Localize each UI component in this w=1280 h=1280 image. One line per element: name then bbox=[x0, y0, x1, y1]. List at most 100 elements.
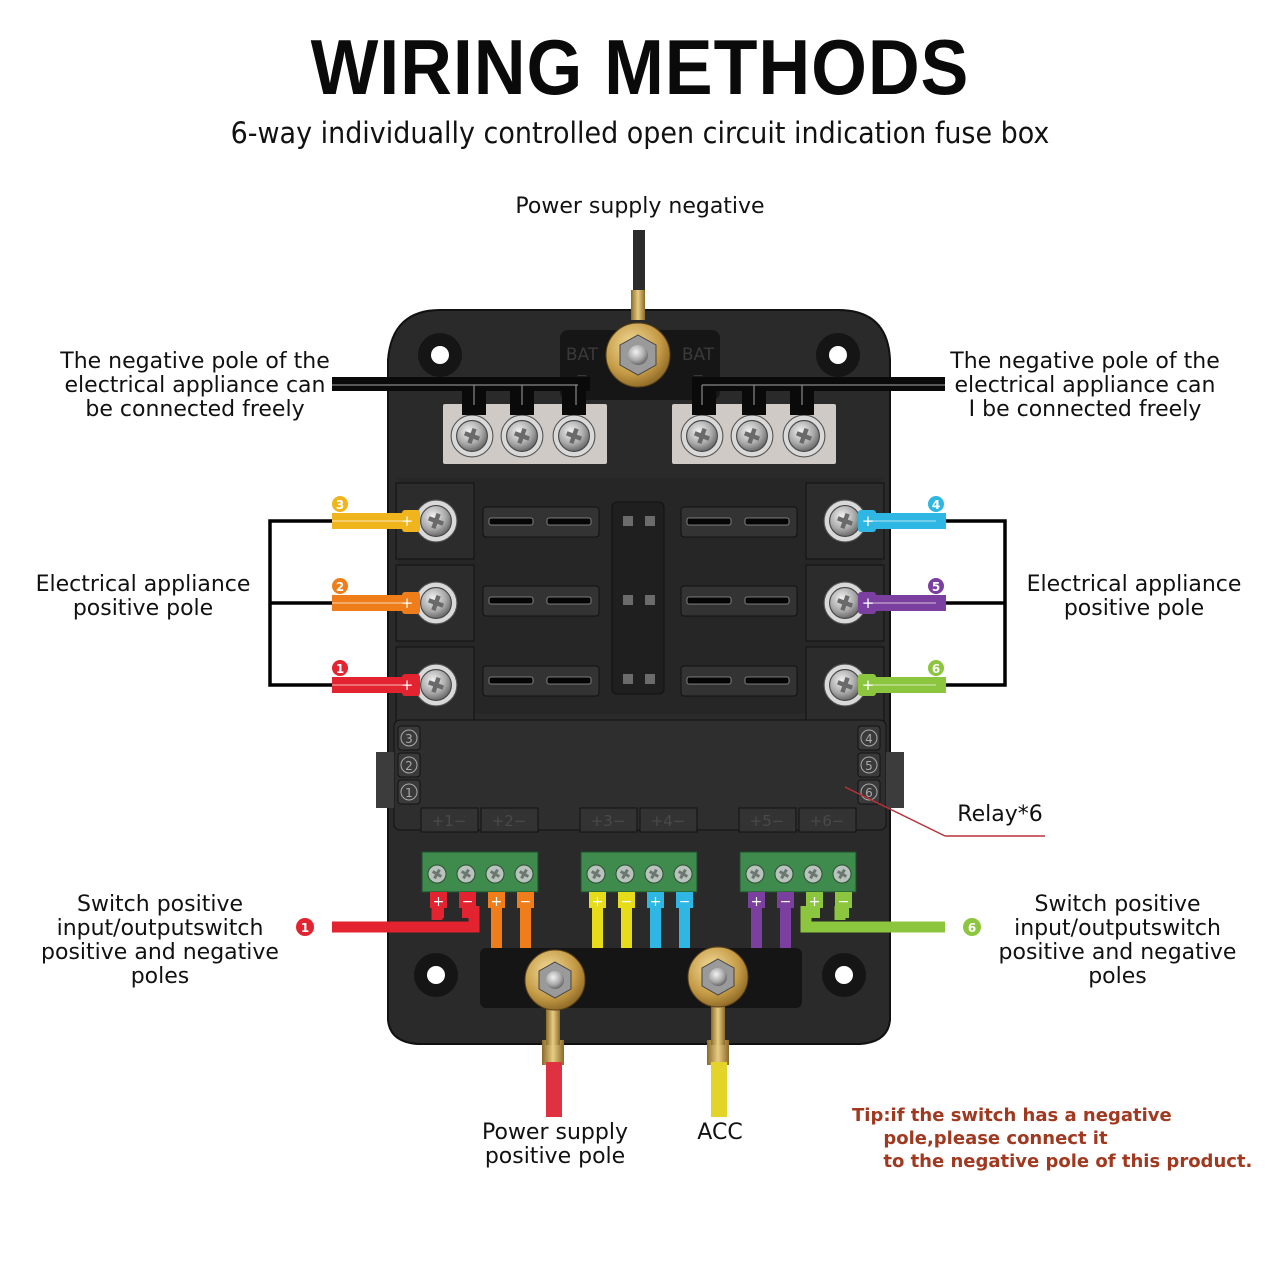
terminal-screw-icon[interactable] bbox=[456, 864, 476, 884]
relay-tab-3[interactable]: +3− bbox=[579, 807, 638, 833]
switch-wire-3-minus[interactable]: − bbox=[618, 892, 635, 950]
badge-number: 5 bbox=[932, 580, 940, 594]
switch-wire-3-plus[interactable]: + bbox=[589, 892, 606, 950]
wire-body bbox=[650, 892, 661, 950]
fuse-slot-frame bbox=[680, 665, 798, 697]
relay-tab-frame bbox=[579, 807, 638, 833]
acc-terminal[interactable] bbox=[687, 946, 749, 1065]
relay-tab-4[interactable]: +4− bbox=[639, 807, 698, 833]
badge-number: 3 bbox=[336, 498, 344, 512]
badge-number: 6 bbox=[968, 921, 976, 935]
label-power-supply-positive: Power supply positive pole bbox=[482, 1120, 628, 1169]
fuse-slot[interactable] bbox=[680, 585, 798, 617]
terminal-screw-icon[interactable] bbox=[427, 864, 447, 884]
switch-wire-1-plus[interactable]: + bbox=[430, 892, 447, 918]
switch-lead-1[interactable]: 1 bbox=[296, 906, 480, 936]
switch-lead-6[interactable]: 6 bbox=[800, 906, 981, 936]
screw-icon[interactable] bbox=[450, 414, 494, 458]
screw-icon[interactable] bbox=[414, 663, 458, 707]
fuse-socket bbox=[488, 517, 534, 526]
plus-sign: + bbox=[751, 894, 763, 910]
switch-wire-2-plus[interactable]: + bbox=[488, 892, 505, 950]
fuse-slot[interactable] bbox=[680, 665, 798, 697]
switch-wire-6-minus[interactable]: − bbox=[835, 892, 852, 918]
appliance-positive-wire-1[interactable]: +1 bbox=[332, 660, 420, 696]
relay-tab-1[interactable]: +1− bbox=[420, 807, 479, 833]
fuse-socket bbox=[686, 676, 732, 685]
relay-number-ring bbox=[400, 783, 418, 801]
relay-tab-label: +3− bbox=[591, 812, 626, 830]
relay-tab-2[interactable]: +2− bbox=[480, 807, 539, 833]
wire-body bbox=[621, 892, 632, 950]
terminal-screw-icon[interactable] bbox=[803, 864, 823, 884]
plus-sign: + bbox=[401, 512, 414, 530]
relay-tab-label: +5− bbox=[750, 812, 785, 830]
terminal-screw-icon[interactable] bbox=[774, 864, 794, 884]
switch-wire-5-plus[interactable]: + bbox=[748, 892, 765, 950]
fuse-slot[interactable] bbox=[482, 665, 600, 697]
circuit-number-badge: 1 bbox=[296, 918, 314, 936]
screw-icon[interactable] bbox=[680, 414, 724, 458]
mount-hole bbox=[816, 333, 860, 377]
negative-wire-bundle-right bbox=[692, 377, 945, 415]
power-positive-terminal[interactable] bbox=[524, 949, 586, 1065]
wire-body bbox=[491, 892, 502, 950]
screw-icon[interactable] bbox=[782, 414, 826, 458]
circuit-number-badge: 5 bbox=[928, 578, 944, 594]
appliance-positive-wire-3[interactable]: +3 bbox=[332, 496, 420, 532]
terminal-screw-icon[interactable] bbox=[673, 864, 693, 884]
wire-body bbox=[809, 892, 820, 918]
label-switch-right: Switch positive input/outputswitch posit… bbox=[998, 892, 1237, 989]
relay-number-ring bbox=[860, 756, 878, 774]
appliance-positive-wire-2[interactable]: +2 bbox=[332, 578, 420, 614]
minus-sign: − bbox=[462, 894, 474, 910]
switch-wire-6-plus[interactable]: + bbox=[806, 892, 823, 918]
screw-icon[interactable] bbox=[730, 414, 774, 458]
switch-wire-5-minus[interactable]: − bbox=[777, 892, 794, 950]
relay-number-ring bbox=[400, 756, 418, 774]
wire-body bbox=[592, 892, 603, 950]
fuse-slot[interactable] bbox=[482, 506, 600, 538]
switch-wire-4-plus[interactable]: + bbox=[647, 892, 664, 950]
badge-circle bbox=[332, 660, 348, 676]
lead-wire bbox=[332, 906, 480, 933]
relay-number-text: 5 bbox=[865, 759, 873, 773]
relay-number-3: 3 bbox=[397, 725, 421, 751]
fuse-slot[interactable] bbox=[482, 585, 600, 617]
terminal-screw-icon[interactable] bbox=[745, 864, 765, 884]
appliance-positive-wire-5[interactable]: +5 bbox=[858, 578, 946, 614]
terminal-screw-icon[interactable] bbox=[485, 864, 505, 884]
acc-wire bbox=[711, 1062, 727, 1117]
appliance-positive-wire-6[interactable]: +6 bbox=[858, 660, 946, 696]
plus-sign: + bbox=[862, 676, 875, 694]
mount-hole bbox=[418, 333, 462, 377]
fuse-socket bbox=[488, 596, 534, 605]
label-appliance-positive-left: Electrical appliance positive pole bbox=[35, 572, 251, 621]
appliance-positive-wire-4[interactable]: +4 bbox=[858, 496, 946, 532]
terminal-screw-icon[interactable] bbox=[514, 864, 534, 884]
relay-number-text: 3 bbox=[405, 732, 413, 746]
circuit-number-badge: 2 bbox=[332, 578, 348, 594]
fuse-socket bbox=[546, 517, 592, 526]
screw-icon[interactable] bbox=[500, 414, 544, 458]
fuse-slot[interactable] bbox=[680, 506, 798, 538]
wire-lug bbox=[402, 674, 420, 696]
relay-tab-6[interactable]: +6− bbox=[798, 807, 857, 833]
terminal-screw-icon[interactable] bbox=[644, 864, 664, 884]
switch-wire-2-minus[interactable]: − bbox=[517, 892, 534, 950]
relay-tab-5[interactable]: +5− bbox=[738, 807, 797, 833]
screw-icon[interactable] bbox=[552, 414, 596, 458]
switch-wire-1-minus[interactable]: − bbox=[459, 892, 476, 918]
plus-sign: + bbox=[433, 894, 445, 910]
bus-line-left bbox=[268, 519, 332, 687]
badge-circle bbox=[963, 918, 981, 936]
terminal-screw-icon[interactable] bbox=[832, 864, 852, 884]
terminal-screw-icon[interactable] bbox=[586, 864, 606, 884]
plus-sign: + bbox=[650, 894, 662, 910]
screw-icon[interactable] bbox=[414, 499, 458, 543]
wire-body bbox=[780, 892, 791, 950]
screw-icon[interactable] bbox=[414, 581, 458, 625]
switch-wire-4-minus[interactable]: − bbox=[676, 892, 693, 950]
terminal-screw-icon[interactable] bbox=[615, 864, 635, 884]
